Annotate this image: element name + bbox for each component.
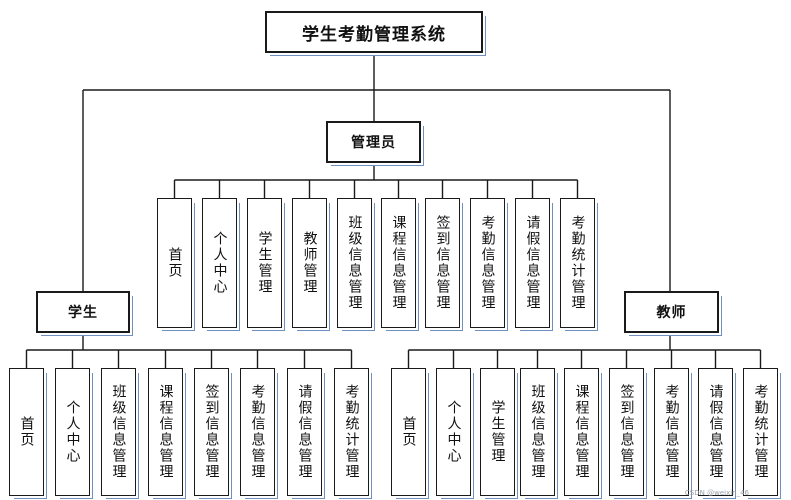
admin-module-1: 首页: [157, 198, 192, 328]
teacher-module-7: 考勤信息管理: [654, 368, 689, 496]
module-label: 教师管理: [301, 231, 318, 295]
module-label: 个人中心: [445, 400, 462, 464]
module-label: 请假信息管理: [524, 215, 541, 311]
student-label: 学生: [68, 305, 98, 321]
student-module-5: 签到信息管理: [194, 368, 229, 496]
admin-node: 管理员: [326, 121, 421, 163]
module-label: 考勤信息管理: [249, 384, 266, 480]
student-node: 学生: [36, 291, 130, 333]
student-module-3: 班级信息管理: [101, 368, 136, 496]
module-label: 签到信息管理: [434, 215, 451, 311]
module-label: 学生管理: [256, 231, 273, 295]
student-module-6: 考勤信息管理: [240, 368, 275, 496]
admin-label: 管理员: [351, 135, 396, 151]
module-label: 签到信息管理: [203, 384, 220, 480]
module-label: 课程信息管理: [573, 384, 590, 480]
module-label: 考勤统计管理: [343, 384, 360, 480]
teacher-module-2: 个人中心: [436, 368, 471, 496]
module-label: 课程信息管理: [157, 384, 174, 480]
module-label: 班级信息管理: [529, 384, 546, 480]
admin-module-5: 班级信息管理: [337, 198, 372, 328]
watermark: CSDN @weixin_46: [684, 489, 749, 497]
module-label: 签到信息管理: [618, 384, 635, 480]
teacher-module-5: 课程信息管理: [564, 368, 599, 496]
module-label: 学生管理: [489, 400, 506, 464]
module-label: 考勤信息管理: [663, 384, 680, 480]
admin-module-7: 签到信息管理: [425, 198, 460, 328]
teacher-module-3: 学生管理: [480, 368, 515, 496]
student-module-2: 个人中心: [55, 368, 90, 496]
module-label: 首页: [18, 416, 35, 448]
module-label: 班级信息管理: [346, 215, 363, 311]
root-label: 学生考勤管理系统: [302, 24, 446, 45]
module-label: 首页: [400, 416, 417, 448]
teacher-module-4: 班级信息管理: [520, 368, 555, 496]
teacher-module-8: 请假信息管理: [698, 368, 733, 496]
teacher-label: 教师: [656, 305, 687, 321]
module-label: 班级信息管理: [110, 384, 127, 480]
admin-module-3: 学生管理: [247, 198, 282, 328]
module-label: 考勤信息管理: [479, 215, 496, 311]
admin-module-2: 个人中心: [202, 198, 237, 328]
admin-module-10: 考勤统计管理: [560, 198, 595, 328]
module-label: 首页: [166, 247, 183, 279]
module-label: 请假信息管理: [296, 384, 313, 480]
student-module-1: 首页: [9, 368, 44, 496]
teacher-node: 教师: [624, 291, 719, 333]
module-label: 请假信息管理: [707, 384, 724, 480]
admin-module-4: 教师管理: [292, 198, 327, 328]
admin-module-6: 课程信息管理: [381, 198, 416, 328]
student-module-7: 请假信息管理: [287, 368, 322, 496]
module-label: 个人中心: [64, 400, 81, 464]
teacher-module-1: 首页: [391, 368, 426, 496]
module-label: 课程信息管理: [390, 215, 407, 311]
module-label: 个人中心: [211, 231, 228, 295]
module-label: 考勤统计管理: [569, 215, 586, 311]
admin-module-9: 请假信息管理: [515, 198, 550, 328]
teacher-module-6: 签到信息管理: [609, 368, 644, 496]
student-module-8: 考勤统计管理: [334, 368, 369, 496]
teacher-module-9: 考勤统计管理: [743, 368, 778, 496]
student-module-4: 课程信息管理: [148, 368, 183, 496]
module-label: 考勤统计管理: [752, 384, 769, 480]
admin-module-8: 考勤信息管理: [470, 198, 505, 328]
root-node: 学生考勤管理系统: [265, 11, 483, 53]
